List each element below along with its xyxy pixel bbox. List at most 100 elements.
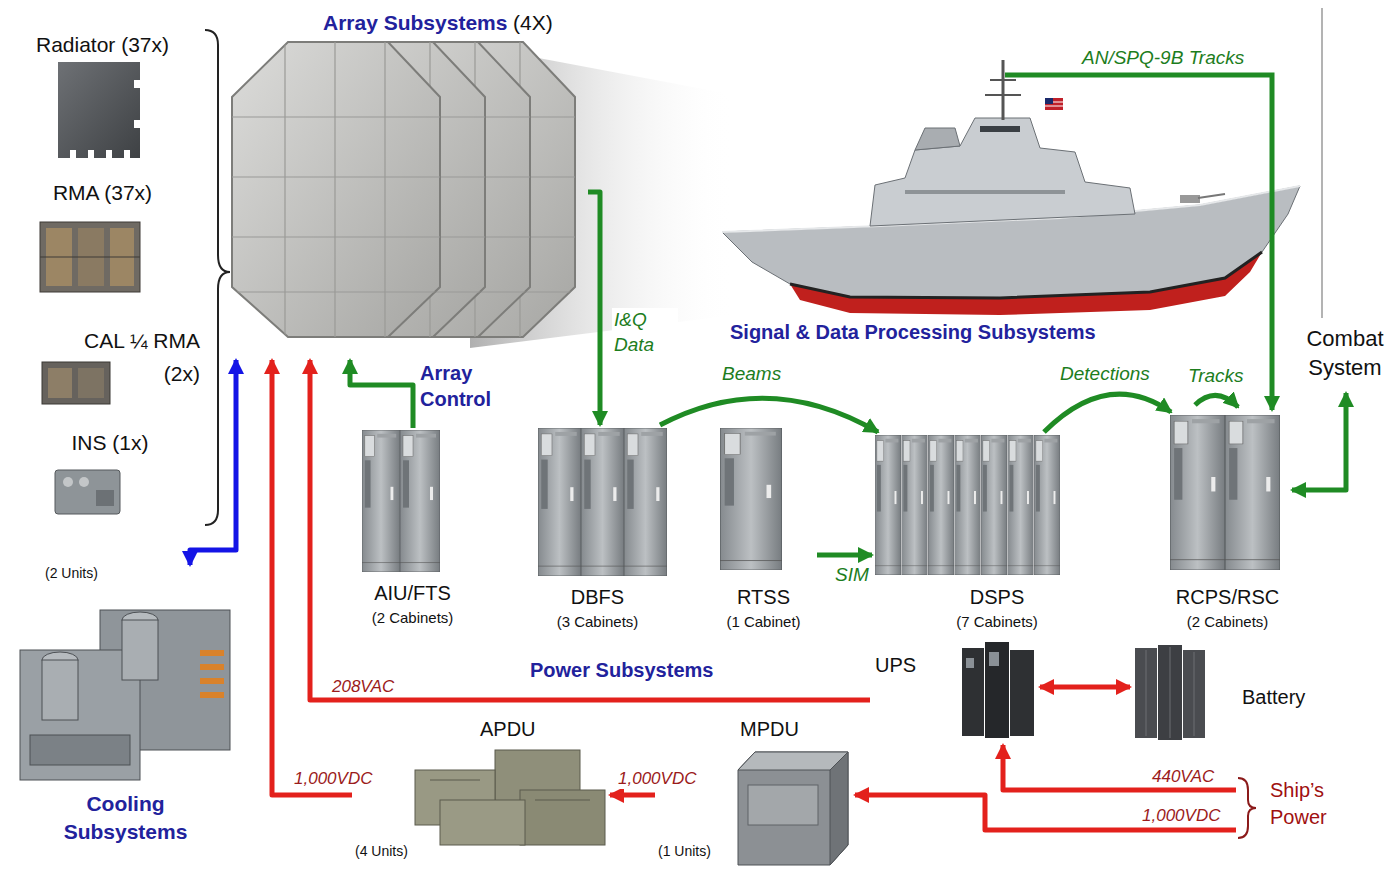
- ups-picture: [962, 648, 984, 736]
- cabinet-picture: [1170, 415, 1225, 570]
- cal-rma-picture: [42, 362, 110, 404]
- cabinet-group: RCPS/RSC(2 Cabinets): [1165, 412, 1292, 637]
- cabinet-group: DSPS(7 Cabinets): [872, 432, 1064, 637]
- node-title: INS (1x): [40, 430, 180, 456]
- mpdu-picture: [738, 752, 848, 865]
- cabinet-group: AIU/FTS(2 Cabinets): [355, 428, 472, 637]
- ship-picture: [1045, 98, 1053, 104]
- node-title: RCPS/RSC: [1165, 585, 1290, 610]
- battery-picture: [1135, 645, 1205, 740]
- edge-label: 1,000VDC: [1140, 805, 1222, 826]
- cabinet-picture: [981, 435, 1007, 575]
- ins-picture: [63, 477, 73, 487]
- ship-picture: [985, 94, 1021, 96]
- ship-picture: [990, 79, 1016, 81]
- radiator-picture: [134, 120, 140, 128]
- apdu-picture: [430, 780, 480, 781]
- battery-picture: [1194, 652, 1195, 736]
- mpdu-picture: [830, 752, 848, 865]
- radiator-picture: [88, 150, 94, 158]
- cooling-subsystem: (2 Units)Cooling Subsystems: [8, 565, 240, 857]
- node-title: Combat System: [1296, 325, 1394, 382]
- cal-rma-picture: [78, 368, 104, 398]
- cabinet-picture: [400, 430, 440, 572]
- cabinet-picture: [928, 435, 954, 575]
- group-title: Signal & Data Processing Subsystems: [730, 320, 1096, 345]
- connector-arrow: [660, 398, 878, 432]
- cooling-picture: [122, 620, 158, 680]
- radiator-picture: [106, 150, 112, 158]
- ship-picture: [980, 126, 1020, 132]
- node-subtitle: (7 Cabinets): [932, 613, 1062, 632]
- apdu-picture: [535, 800, 590, 801]
- power-unit: UPS: [870, 640, 1040, 745]
- rma-picture: [40, 257, 140, 258]
- connector-arrow: [1292, 393, 1346, 490]
- connector-arrow: [190, 360, 236, 565]
- edge-label: SIM: [833, 563, 871, 587]
- node-subtitle: (1 Cabinet): [712, 613, 815, 632]
- divider-line: [1321, 8, 1323, 318]
- ups-picture: [962, 642, 1034, 738]
- apdu-picture: [440, 800, 525, 845]
- edge-label: Detections: [1058, 362, 1152, 386]
- connector-arrow: [610, 793, 655, 798]
- component-item: RMA (37x): [15, 178, 192, 298]
- node-subtitle: (4 Units): [355, 843, 408, 861]
- cabinet-picture: [1008, 435, 1034, 575]
- edge-label: Beams: [720, 362, 783, 386]
- connector-arrow: [310, 360, 870, 700]
- cooling-picture: [200, 650, 224, 656]
- edge-label: 208VAC: [330, 676, 396, 697]
- component-item: CAL ¼ RMA (2x): [40, 325, 202, 410]
- battery-picture: [1183, 650, 1205, 738]
- connector-arrow: [1040, 685, 1130, 690]
- connector-arrow: [350, 360, 413, 428]
- power-bracket: [1238, 778, 1256, 838]
- cabinet-picture: [1225, 415, 1280, 570]
- node-subtitle: (3 Cabinets): [525, 613, 670, 632]
- node-subtitle: (2 Cabinets): [355, 609, 470, 628]
- ins-picture: [55, 470, 120, 514]
- cooling-picture: [200, 692, 224, 698]
- ship-picture: [1045, 98, 1063, 110]
- edge-label: 1,000VDC: [616, 768, 698, 789]
- cabinet-picture: [720, 428, 782, 570]
- battery-picture: [1135, 648, 1157, 738]
- connector-arrow: [588, 192, 600, 425]
- node-title: RMA (37x): [15, 180, 190, 206]
- node-title: (2 Units): [45, 565, 98, 583]
- component-item: INS (1x): [40, 428, 190, 520]
- cabinet-picture: [362, 415, 1280, 576]
- power-unit: APDU (4 Units): [352, 715, 610, 865]
- ins-picture: [96, 490, 114, 506]
- cooling-picture: [42, 660, 78, 720]
- power-unit: Battery: [1130, 640, 1335, 745]
- power-source: Ship’s Power: [1236, 775, 1352, 841]
- edge-label: 440VAC: [1150, 766, 1216, 787]
- ups-picture: [1010, 650, 1034, 736]
- group-title: Power Subsystems: [530, 658, 713, 683]
- node-subtitle: (1 Units): [658, 843, 711, 861]
- radiator-picture: [58, 62, 140, 158]
- apdu-picture: [520, 790, 605, 845]
- brace: [205, 30, 230, 525]
- cabinet-picture: [538, 428, 581, 576]
- edge-label: 1,000VDC: [292, 768, 374, 789]
- node-title: Battery: [1242, 685, 1305, 710]
- brace: [205, 30, 230, 525]
- array-picture: [230, 42, 735, 348]
- node-title: APDU: [480, 717, 536, 742]
- cabinet-picture: [1034, 435, 1060, 575]
- cal-rma-picture: [48, 368, 72, 398]
- node-subtitle: (4X): [513, 10, 553, 36]
- edge-label: I&Q Data: [612, 308, 678, 357]
- ship-picture: [1180, 195, 1200, 203]
- cooling-picture: [200, 664, 224, 670]
- power-bracket: [1238, 778, 1256, 838]
- component-item: Radiator (37x): [15, 30, 192, 165]
- battery-picture: [1170, 647, 1171, 738]
- rma-picture: [40, 222, 140, 292]
